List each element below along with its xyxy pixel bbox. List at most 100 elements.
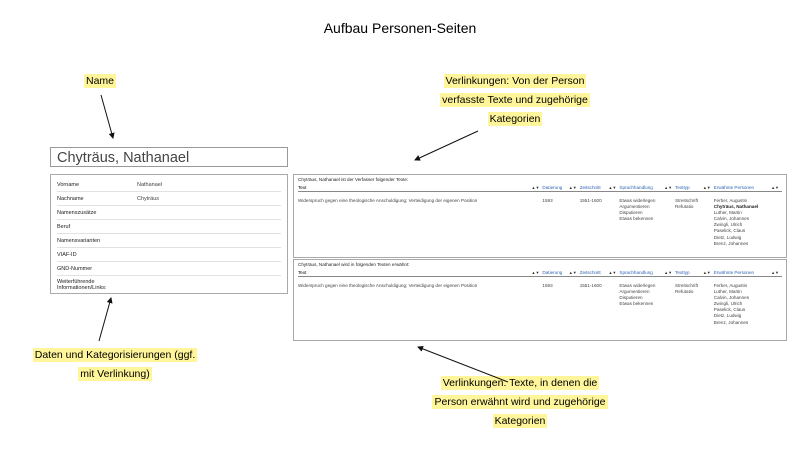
- person-link[interactable]: Brenz, Johannes: [713, 319, 749, 325]
- person-name-heading: Chyträus, Nathanael: [50, 147, 288, 167]
- data-row-gnd: GND-Nummer: [57, 262, 281, 276]
- speech-act-link[interactable]: Disputieren: [619, 210, 643, 216]
- cell-date: 1593: [542, 283, 553, 288]
- sort-icon: ▲▼: [771, 270, 779, 275]
- arrow-data: [98, 297, 113, 342]
- col-header-persons[interactable]: Erwähnte Personen▲▼: [713, 269, 782, 277]
- person-link[interactable]: Zwingli, Ulrich: [713, 301, 743, 307]
- cell-text-types: Streitschrift Refutatio: [675, 277, 714, 327]
- cell-text[interactable]: Widerspruch gegen eine theologische Ansc…: [298, 283, 478, 288]
- sort-icon: ▲▼: [568, 270, 577, 275]
- table-header-row: Text▲▼ Datierung▲▼ Zeitschnitt▲▼ Sprachh…: [298, 184, 782, 192]
- arrow-authored: [414, 130, 479, 161]
- speech-act-link[interactable]: Argumentieren: [619, 289, 650, 295]
- annotation-authored-line: Kategorien: [487, 112, 543, 126]
- col-header-persons[interactable]: Erwähnte Personen▲▼: [713, 184, 782, 192]
- mentioned-texts-panel: Chyträus, Nathanael wird in folgenden Te…: [293, 259, 787, 341]
- col-header-text[interactable]: Text▲▼: [298, 269, 543, 277]
- person-link[interactable]: Calvin, Johannes: [713, 216, 749, 222]
- person-link[interactable]: Zwingli, Ulrich: [713, 222, 743, 228]
- person-link[interactable]: Luther, Martin: [713, 289, 742, 295]
- cell-persons: Ferber, Augustin Luther, Martin Calvin, …: [714, 277, 782, 327]
- sort-icon: ▲▼: [664, 185, 673, 190]
- data-value: Chyträus: [137, 195, 160, 202]
- table-row: Widerspruch gegen eine theologische Ansc…: [298, 277, 782, 327]
- col-header-speech-act[interactable]: Sprachhandlung▲▼: [619, 269, 676, 277]
- col-header-speech-act[interactable]: Sprachhandlung▲▼: [619, 184, 676, 192]
- data-row-lastname: Nachname Chyträus: [57, 192, 281, 206]
- speech-act-link[interactable]: Etwas bekennen: [619, 216, 654, 222]
- data-label: Weiterführende Informationen/Links:: [57, 279, 107, 291]
- cell-text-types: Streitschrift Refutatio: [675, 192, 714, 248]
- person-link[interactable]: Paselick, Claus: [713, 228, 746, 234]
- data-row-firstname: Vorname Nathanael: [57, 178, 281, 192]
- person-link[interactable]: Ferber, Augustin: [713, 198, 748, 203]
- cell-period: 1551-1600: [579, 198, 602, 203]
- person-link[interactable]: Dietz, Ludwig: [713, 313, 742, 319]
- speech-act-link[interactable]: Disputieren: [619, 295, 643, 301]
- speech-act-link[interactable]: Etwas widerlegen: [619, 198, 656, 203]
- cell-speech-acts: Etwas widerlegen Argumentieren Disputier…: [619, 277, 675, 327]
- data-value: Nathanael: [137, 181, 163, 188]
- sort-icon: ▲▼: [771, 185, 779, 190]
- annotation-data: Daten und Kategorisierungen (ggf. mit Ve…: [10, 346, 220, 384]
- diagram-title: Aufbau Personen-Seiten: [323, 20, 477, 36]
- col-header-date[interactable]: Datierung▲▼: [542, 184, 580, 192]
- data-row-name-variants: Namensvarianten: [57, 234, 281, 248]
- authored-texts-table: Text▲▼ Datierung▲▼ Zeitschnitt▲▼ Sprachh…: [298, 184, 782, 248]
- data-label: Namenszusätze: [57, 209, 97, 216]
- col-header-text-type[interactable]: Texttyp▲▼: [675, 269, 714, 277]
- col-header-date[interactable]: Datierung▲▼: [542, 269, 580, 277]
- person-current: Chyträus, Nathanael: [713, 204, 759, 210]
- annotation-data-line: mit Verlinkung): [78, 367, 152, 381]
- data-label: Nachname: [57, 195, 84, 202]
- table-row: Widerspruch gegen eine theologische Ansc…: [298, 192, 782, 248]
- person-link[interactable]: Ferber, Augustin: [713, 283, 748, 288]
- cell-text[interactable]: Widerspruch gegen eine theologische Ansc…: [298, 198, 478, 203]
- panel-caption: Chyträus, Nathanael wird in folgenden Te…: [298, 262, 410, 267]
- data-row-viaf: VIAF-ID: [57, 248, 281, 262]
- authored-texts-panel: Chyträus, Nathanael ist der Verfasser fo…: [293, 174, 787, 258]
- text-type: Refutatio: [675, 289, 694, 295]
- annotation-data-line: Daten und Kategorisierungen (ggf.: [32, 348, 198, 362]
- speech-act-link[interactable]: Etwas widerlegen: [619, 283, 656, 288]
- data-label: Namensvarianten: [57, 237, 101, 244]
- col-header-text[interactable]: Text▲▼: [298, 184, 543, 192]
- mentioned-texts-table: Text▲▼ Datierung▲▼ Zeitschnitt▲▼ Sprachh…: [298, 269, 782, 327]
- annotation-mentioned-line: Verlinkungen: Texte, in denen die: [440, 376, 600, 390]
- annotation-mentioned-line: Person erwähnt wird und zugehörige: [432, 395, 608, 409]
- person-link[interactable]: Paselick, Claus: [713, 307, 746, 313]
- data-row-further-links: Weiterführende Informationen/Links:: [57, 276, 281, 294]
- speech-act-link[interactable]: Etwas bekennen: [619, 301, 654, 307]
- person-link[interactable]: Calvin, Johannes: [713, 295, 749, 301]
- text-type: Streitschrift: [675, 283, 699, 288]
- arrow-name: [100, 94, 115, 139]
- speech-act-link[interactable]: Argumentieren: [619, 204, 650, 210]
- person-data-card: Vorname Nathanael Nachname Chyträus Name…: [50, 174, 288, 294]
- sort-icon: ▲▼: [702, 270, 711, 275]
- person-link[interactable]: Dietz, Ludwig: [713, 234, 742, 240]
- sort-icon: ▲▼: [608, 270, 617, 275]
- annotation-mentioned: Verlinkungen: Texte, in denen die Person…: [400, 374, 640, 431]
- cell-date: 1593: [542, 198, 553, 203]
- data-label: Beruf: [57, 223, 71, 230]
- panel-caption: Chyträus, Nathanael ist der Verfasser fo…: [298, 177, 409, 182]
- sort-icon: ▲▼: [664, 270, 673, 275]
- col-header-period[interactable]: Zeitschnitt▲▼: [579, 269, 620, 277]
- sort-icon: ▲▼: [568, 185, 577, 190]
- data-row-name-suffix: Namenszusätze: [57, 206, 281, 220]
- annotation-authored-line: Verlinkungen: Von der Person: [443, 74, 587, 88]
- person-link[interactable]: Luther, Martin: [713, 210, 742, 216]
- col-header-text-type[interactable]: Texttyp▲▼: [675, 184, 714, 192]
- annotation-authored-line: verfasste Texte und zugehörige: [440, 93, 590, 107]
- data-row-profession: Beruf: [57, 220, 281, 234]
- col-header-period[interactable]: Zeitschnitt▲▼: [579, 184, 620, 192]
- person-link[interactable]: Brenz, Johannes: [713, 240, 749, 246]
- data-label: VIAF-ID: [57, 251, 77, 258]
- sort-icon: ▲▼: [531, 185, 540, 190]
- data-label: GND-Nummer: [57, 265, 93, 272]
- text-type: Streitschrift: [675, 198, 699, 203]
- cell-speech-acts: Etwas widerlegen Argumentieren Disputier…: [619, 192, 675, 248]
- sort-icon: ▲▼: [702, 185, 711, 190]
